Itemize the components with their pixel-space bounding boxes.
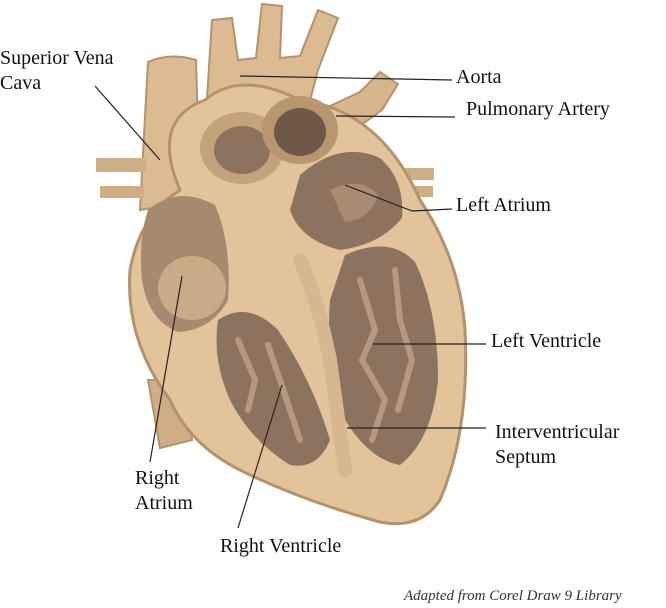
leader-left-atrium — [344, 184, 413, 212]
leader-superior-vena-cava — [94, 85, 161, 161]
label-right-atrium-line2: Atrium — [135, 492, 193, 514]
label-superior-vena-cava-line1: Superior Vena — [0, 47, 114, 69]
pulmonary-lumen — [274, 108, 326, 156]
left-ventricle-trabeculae — [357, 267, 416, 443]
label-right-ventricle: Right Ventricle — [220, 535, 342, 557]
label-left-ventricle: Left Ventricle — [491, 330, 602, 352]
vein-branch-left-lower — [100, 186, 144, 198]
label-interventricular-septum: Interventricular Septum — [495, 420, 619, 470]
label-interventricular-septum-line2: Septum — [495, 446, 557, 468]
left-ventricle-chamber — [329, 246, 438, 465]
label-aorta: Aorta — [456, 66, 502, 88]
leader-pulmonary-artery — [335, 115, 456, 118]
aorta-lumen — [214, 126, 270, 174]
image-credit: Adapted from Corel Draw 9 Library — [404, 588, 622, 604]
interventricular-septum-wall — [293, 253, 352, 477]
right-atrium-inner — [158, 256, 226, 320]
label-superior-vena-cava-line2: Cava — [0, 72, 42, 94]
label-pulmonary-artery: Pulmonary Artery — [466, 98, 610, 120]
leader-right-ventricle — [237, 384, 283, 529]
label-right-atrium-line1: Right — [135, 467, 180, 489]
label-right-atrium: Right Atrium — [135, 466, 193, 516]
right-ventricle-trabeculae — [235, 337, 303, 443]
leader-left-atrium-2 — [411, 208, 453, 212]
leader-aorta — [239, 75, 453, 81]
label-superior-vena-cava: Superior Vena Cava — [0, 46, 114, 96]
label-interventricular-septum-line1: Interventricular — [495, 421, 620, 443]
leader-right-atrium — [149, 275, 183, 463]
label-left-atrium: Left Atrium — [456, 194, 551, 216]
leader-lines — [94, 75, 486, 529]
vein-branch-left — [96, 158, 146, 172]
